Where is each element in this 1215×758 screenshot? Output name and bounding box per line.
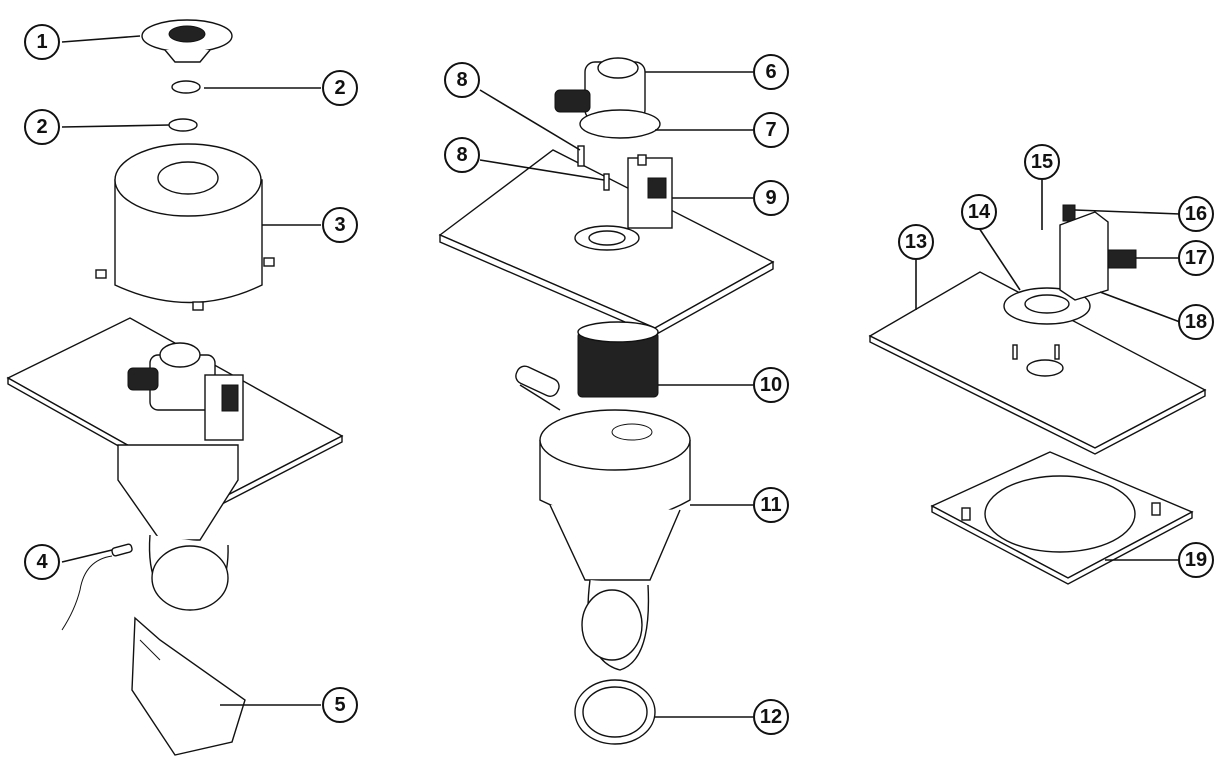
callout-label: 18 [1185,311,1207,333]
callout-label: 4 [36,551,48,573]
callout-label: 1 [36,31,47,53]
part-11-hopper [515,365,691,671]
part-10-filter [577,321,659,398]
part-9-controller-box [627,154,673,229]
part-17-terminal-block [1107,249,1137,269]
part-18-electronics-box [1059,211,1109,301]
callout-label: 6 [765,61,776,83]
callout-label: 3 [334,214,345,236]
callout-2-upper: 2 [322,70,358,106]
callout-label: 8 [456,144,467,166]
part-8-standoff-lower [603,173,610,191]
callout-7: 7 [753,112,789,148]
callout-14: 14 [961,194,997,230]
callout-label: 11 [760,494,781,516]
callout-label: 7 [765,119,776,141]
callout-label: 5 [334,694,345,716]
callout-label: 9 [765,187,776,209]
part-4-sensor [61,543,133,631]
callout-10: 10 [753,367,789,403]
callout-label: 12 [760,706,782,728]
part-6-motor [554,57,646,121]
part-3-cylindrical-cover [95,143,275,311]
callout-5: 5 [322,687,358,723]
part-7-flange [579,109,661,139]
callout-label: 2 [334,77,345,99]
callout-17: 17 [1178,240,1214,276]
callout-19: 19 [1178,542,1214,578]
callout-15: 15 [1024,144,1060,180]
part-8-standoff-upper [577,145,585,167]
part-5-bracket [131,616,246,756]
callout-16: 16 [1178,196,1214,232]
callout-3: 3 [322,207,358,243]
part-16-switch [1062,204,1076,222]
callout-12: 12 [753,699,789,735]
callout-9: 9 [753,180,789,216]
callout-label: 14 [968,201,991,223]
callout-8-upper: 8 [444,62,480,98]
callout-label: 17 [1185,247,1207,269]
callout-label: 8 [456,69,467,91]
part-13-base-plate [868,271,1207,455]
part-2-washer-upper [171,80,201,94]
callout-label: 2 [36,116,47,138]
leader-lines [61,35,1181,718]
callout-label: 15 [1031,151,1053,173]
callout-6: 6 [753,54,789,90]
callout-18: 18 [1178,304,1214,340]
callout-1: 1 [24,24,60,60]
callout-13: 13 [898,224,934,260]
callout-2-lower: 2 [24,109,60,145]
callout-label: 19 [1185,549,1207,571]
callout-8-lower: 8 [444,137,480,173]
left-plate-assembly [6,317,344,611]
part-19-mounting-flange [930,451,1194,585]
part-14-gasket [1003,287,1091,325]
callout-label: 10 [760,374,782,396]
callout-4: 4 [24,544,60,580]
part-2-washer-lower [168,118,198,132]
callout-label: 16 [1185,203,1207,225]
callout-label: 13 [905,231,927,253]
part-12-clamp-ring [574,679,656,745]
part-1-grille-cap [141,19,233,63]
callout-11: 11 [753,487,789,523]
